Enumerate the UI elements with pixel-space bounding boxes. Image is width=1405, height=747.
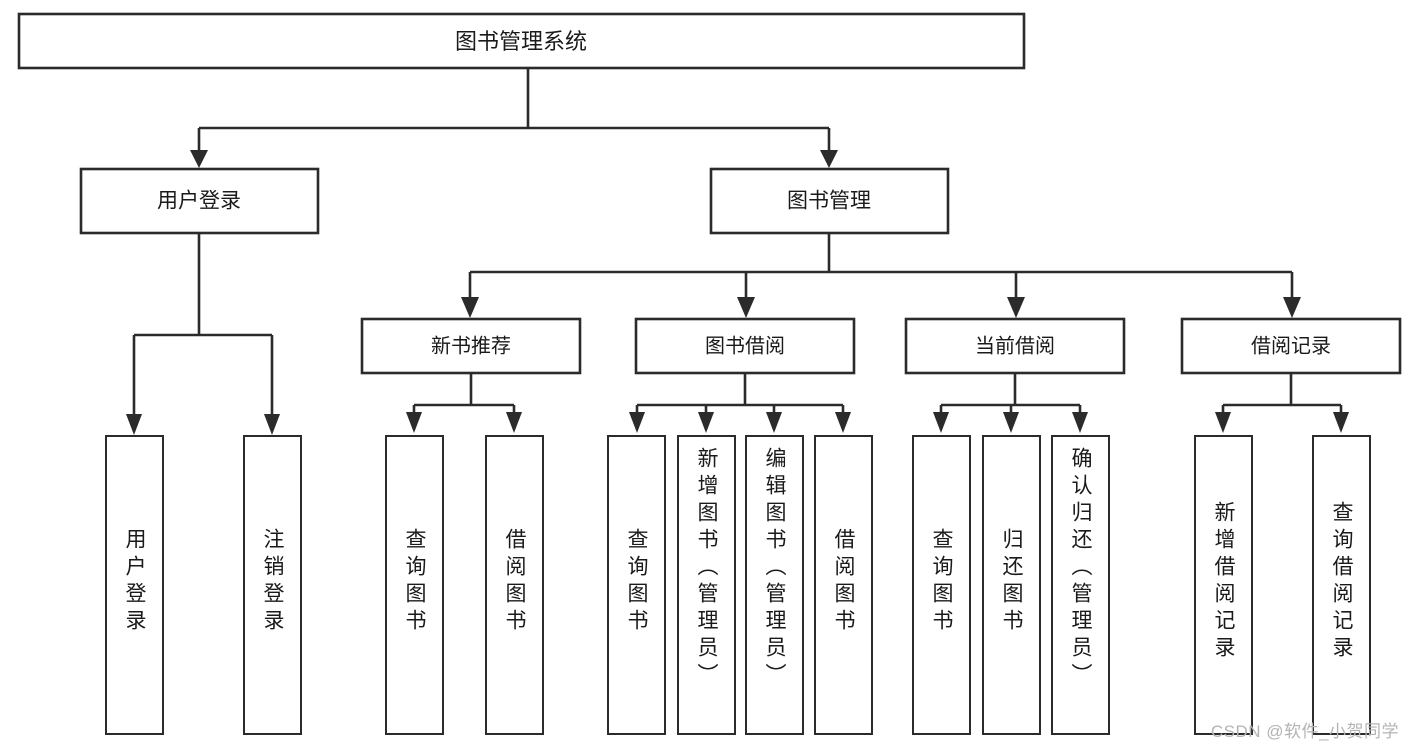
node-book-management[interactable]: 图书管理 [709,167,950,235]
arrow-icon-level3-2 [1007,297,1025,318]
level3-box-1 [634,317,856,375]
arrow-icon-bookborrow-3 [835,412,851,433]
level3-box-0 [360,317,582,375]
level2-label-0: 用户登录 [157,190,241,213]
node-new-book-recommend[interactable]: 新书推荐 [360,317,582,375]
arrow-icon-userlogin-1 [264,414,280,435]
leaf-node-logout[interactable]: 注销登录 [243,435,302,735]
arrow-icon-level3-1 [737,297,755,318]
root-label: 图书管理系统 [455,29,587,54]
arrow-icon-level3-0 [461,297,479,318]
leaf-node-search-book-current[interactable]: 查询图书 [912,435,971,735]
arrow-icon-bookborrow-2 [766,412,782,433]
arrow-icon-newbook-0 [406,412,422,433]
node-book-borrow[interactable]: 图书借阅 [634,317,856,375]
arrow-icon-borrowrecords-0 [1215,412,1231,433]
leaf-label: 新增图书（管理员） [695,447,718,690]
leaf-node-borrow-book[interactable]: 借阅图书 [814,435,873,735]
leaf-label: 查询图书 [403,528,426,636]
leaf-node-confirm-return-admin[interactable]: 确认归还（管理员） [1051,435,1110,735]
level2-box-1 [709,167,950,235]
leaf-node-return-book[interactable]: 归还图书 [982,435,1041,735]
node-current-borrow[interactable]: 当前借阅 [904,317,1126,375]
leaf-node-search-borrow-record[interactable]: 查询借阅记录 [1312,435,1371,735]
leaf-node-search-book-recommend[interactable]: 查询图书 [385,435,444,735]
arrow-icon-level2-1 [820,150,838,168]
leaf-label: 查询借阅记录 [1330,501,1353,663]
node-root[interactable]: 图书管理系统 [17,12,1026,70]
leaf-node-add-book-admin[interactable]: 新增图书（管理员） [677,435,736,735]
leaf-label: 归还图书 [1000,528,1023,636]
leaf-label: 查询图书 [625,528,648,636]
leaf-node-search-book-borrow[interactable]: 查询图书 [607,435,666,735]
arrow-icon-userlogin-0 [126,414,142,435]
leaf-label: 注销登录 [261,528,284,636]
node-user-login[interactable]: 用户登录 [79,167,320,235]
leaf-label: 确认归还（管理员） [1069,447,1092,690]
level3-label-0: 新书推荐 [431,334,511,357]
leaf-label: 借阅图书 [832,528,855,636]
leaf-label: 编辑图书（管理员） [763,447,786,690]
leaf-label: 查询图书 [930,528,953,636]
arrow-icon-newbook-1 [506,412,522,433]
arrow-icon-currentborrow-0 [933,412,949,433]
watermark-text: CSDN @软件_小贺同学 [1210,722,1399,741]
leaf-node-edit-book-admin[interactable]: 编辑图书（管理员） [745,435,804,735]
node-borrow-records[interactable]: 借阅记录 [1180,317,1402,375]
leaf-label: 新增借阅记录 [1212,501,1235,663]
leaf-node-add-borrow-record[interactable]: 新增借阅记录 [1194,435,1253,735]
level3-label-3: 借阅记录 [1251,334,1331,357]
leaf-node-user-login[interactable]: 用户登录 [105,435,164,735]
root-box [17,12,1026,70]
level3-label-2: 当前借阅 [975,334,1055,357]
arrow-icon-currentborrow-2 [1072,412,1088,433]
level3-label-1: 图书借阅 [705,334,785,357]
leaf-node-borrow-book-recommend[interactable]: 借阅图书 [485,435,544,735]
arrow-icon-level3-3 [1283,297,1301,318]
leaf-label: 用户登录 [123,528,146,636]
arrow-icon-level2-0 [190,150,208,168]
level3-box-3 [1180,317,1402,375]
arrow-icon-bookborrow-0 [629,412,645,433]
leaf-label: 借阅图书 [503,528,526,636]
arrow-icon-borrowrecords-1 [1333,412,1349,433]
level2-label-1: 图书管理 [787,190,871,213]
arrow-icon-currentborrow-1 [1003,412,1019,433]
arrow-icon-bookborrow-1 [698,412,714,433]
